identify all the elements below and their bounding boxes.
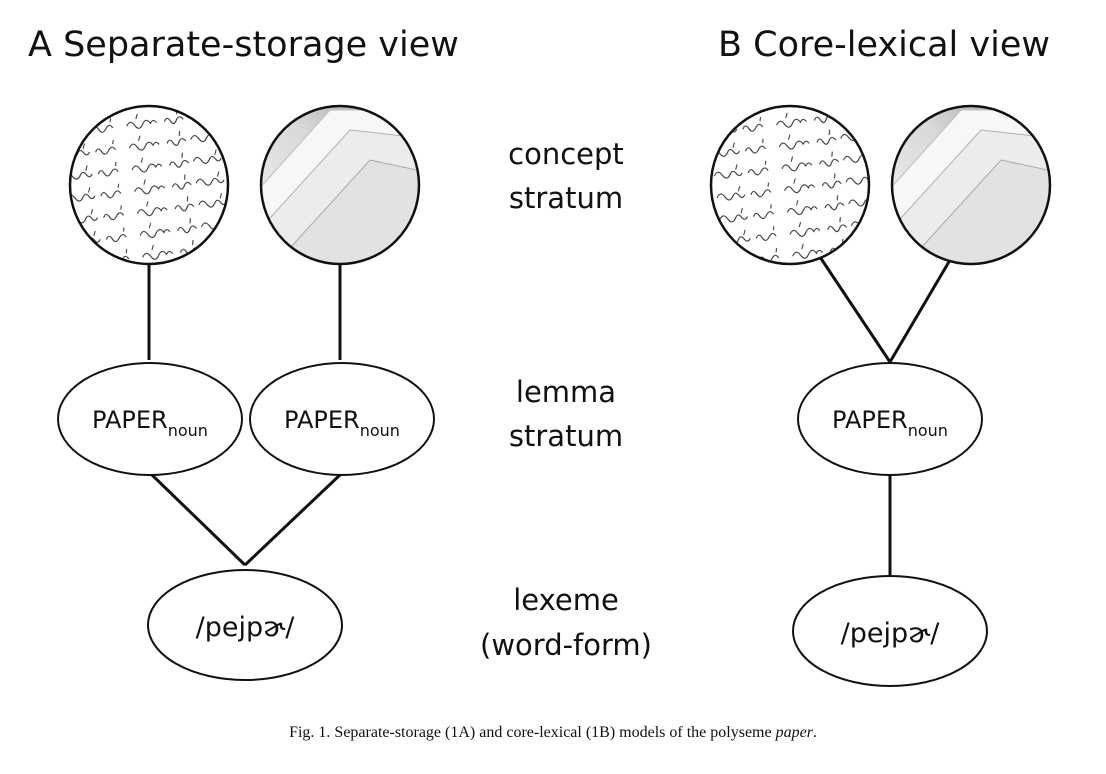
caption-text: Fig. 1. Separate-storage (1A) and core-l… — [289, 724, 776, 741]
edge-lemma2-lexeme — [243, 471, 344, 567]
lemma-main: PAPER — [92, 406, 168, 434]
lemma-node: PAPERnoun — [797, 362, 983, 476]
panel-b: B Core-lexical view PAPERnoun — [709, 25, 1052, 687]
caption-suffix: . — [813, 724, 817, 741]
stratum-labels: concept stratum lemma stratum lexeme (wo… — [480, 137, 652, 662]
lemma-node-2: PAPERnoun — [249, 362, 435, 476]
panel-a-title: A Separate-storage view — [28, 25, 459, 65]
edge-concept1-lemma — [818, 256, 892, 363]
lemma-subscript: noun — [908, 421, 948, 440]
lexeme-stratum-label-line2: (word-form) — [480, 628, 652, 662]
lemma-stratum-label-line2: stratum — [509, 419, 623, 453]
svg-text:PAPERnoun: PAPERnoun — [832, 406, 948, 440]
caption-term: paper — [775, 724, 814, 741]
svg-text:PAPERnoun: PAPERnoun — [92, 406, 208, 440]
paper-stack-image — [259, 104, 421, 266]
lexeme-label: /pejpɚ/ — [196, 612, 296, 643]
panel-a: A Separate-storage view PAPE — [28, 25, 459, 681]
figure-caption: Fig. 1. Separate-storage (1A) and core-l… — [289, 724, 817, 741]
paper-stack-image — [890, 104, 1052, 266]
edge-lemma1-lexeme — [148, 471, 247, 567]
handwritten-document-image — [709, 104, 871, 266]
svg-text:PAPERnoun: PAPERnoun — [284, 406, 400, 440]
lemma-main: PAPER — [832, 406, 908, 434]
handwritten-document-image — [68, 104, 230, 266]
concept-stratum-label-line1: concept — [508, 137, 624, 171]
lexeme-node: /pejpɚ/ — [792, 575, 988, 687]
lemma-subscript: noun — [360, 421, 400, 440]
panel-b-title: B Core-lexical view — [718, 25, 1050, 65]
lemma-node-1: PAPERnoun — [57, 362, 243, 476]
lemma-main: PAPER — [284, 406, 360, 434]
lexeme-node: /pejpɚ/ — [147, 569, 343, 681]
lemma-subscript: noun — [168, 421, 208, 440]
lemma-stratum-label-line1: lemma — [516, 375, 616, 409]
lexeme-stratum-label-line1: lexeme — [513, 583, 619, 617]
concept-stratum-label-line2: stratum — [509, 181, 623, 215]
lexeme-label: /pejpɚ/ — [841, 618, 941, 649]
edge-concept2-lemma — [888, 259, 952, 363]
